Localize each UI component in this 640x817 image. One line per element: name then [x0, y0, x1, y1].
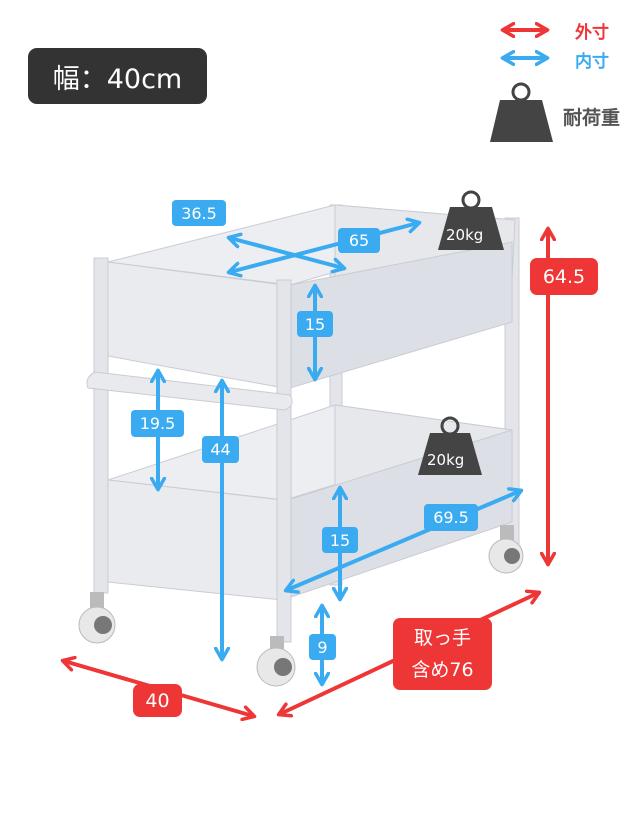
- outer-height-label: 64.5: [530, 258, 598, 295]
- top-load-label: 20kg: [446, 226, 484, 244]
- outer-width-line1: 取っ手: [413, 627, 471, 649]
- inner-height-label: 44: [202, 436, 239, 463]
- outer-width-line2: 含め76: [411, 659, 474, 681]
- caster-wheel-front-right: [256, 636, 296, 687]
- bottom-width-arrow: [287, 491, 520, 590]
- weight-icon-top: [438, 190, 504, 250]
- top-width-arrow: [230, 223, 418, 272]
- width-badge: 幅：40cm: [28, 48, 207, 104]
- handle-gap-label: 19.5: [131, 410, 184, 437]
- top-height-label: 15: [297, 311, 333, 337]
- bottom-height-label: 15: [322, 527, 358, 553]
- top-depth-label: 36.5: [172, 200, 226, 226]
- outer-width-label: 取っ手 含め76: [393, 618, 492, 690]
- outer-depth-label: 40: [133, 684, 182, 717]
- bottom-load-label: 20kg: [427, 451, 465, 469]
- bottom-width-label: 69.5: [424, 504, 478, 531]
- weight-icon: [490, 82, 553, 142]
- legend-outer-label: 外寸: [575, 23, 609, 43]
- caster-wheel-front-left: [78, 592, 116, 644]
- legend-inner-label: 内寸: [575, 52, 609, 72]
- weight-icon-bottom: [418, 416, 482, 475]
- top-width-label: 65: [338, 228, 380, 253]
- floor-clearance-label: 9: [309, 634, 336, 660]
- legend-load-label: 耐荷重: [563, 107, 621, 129]
